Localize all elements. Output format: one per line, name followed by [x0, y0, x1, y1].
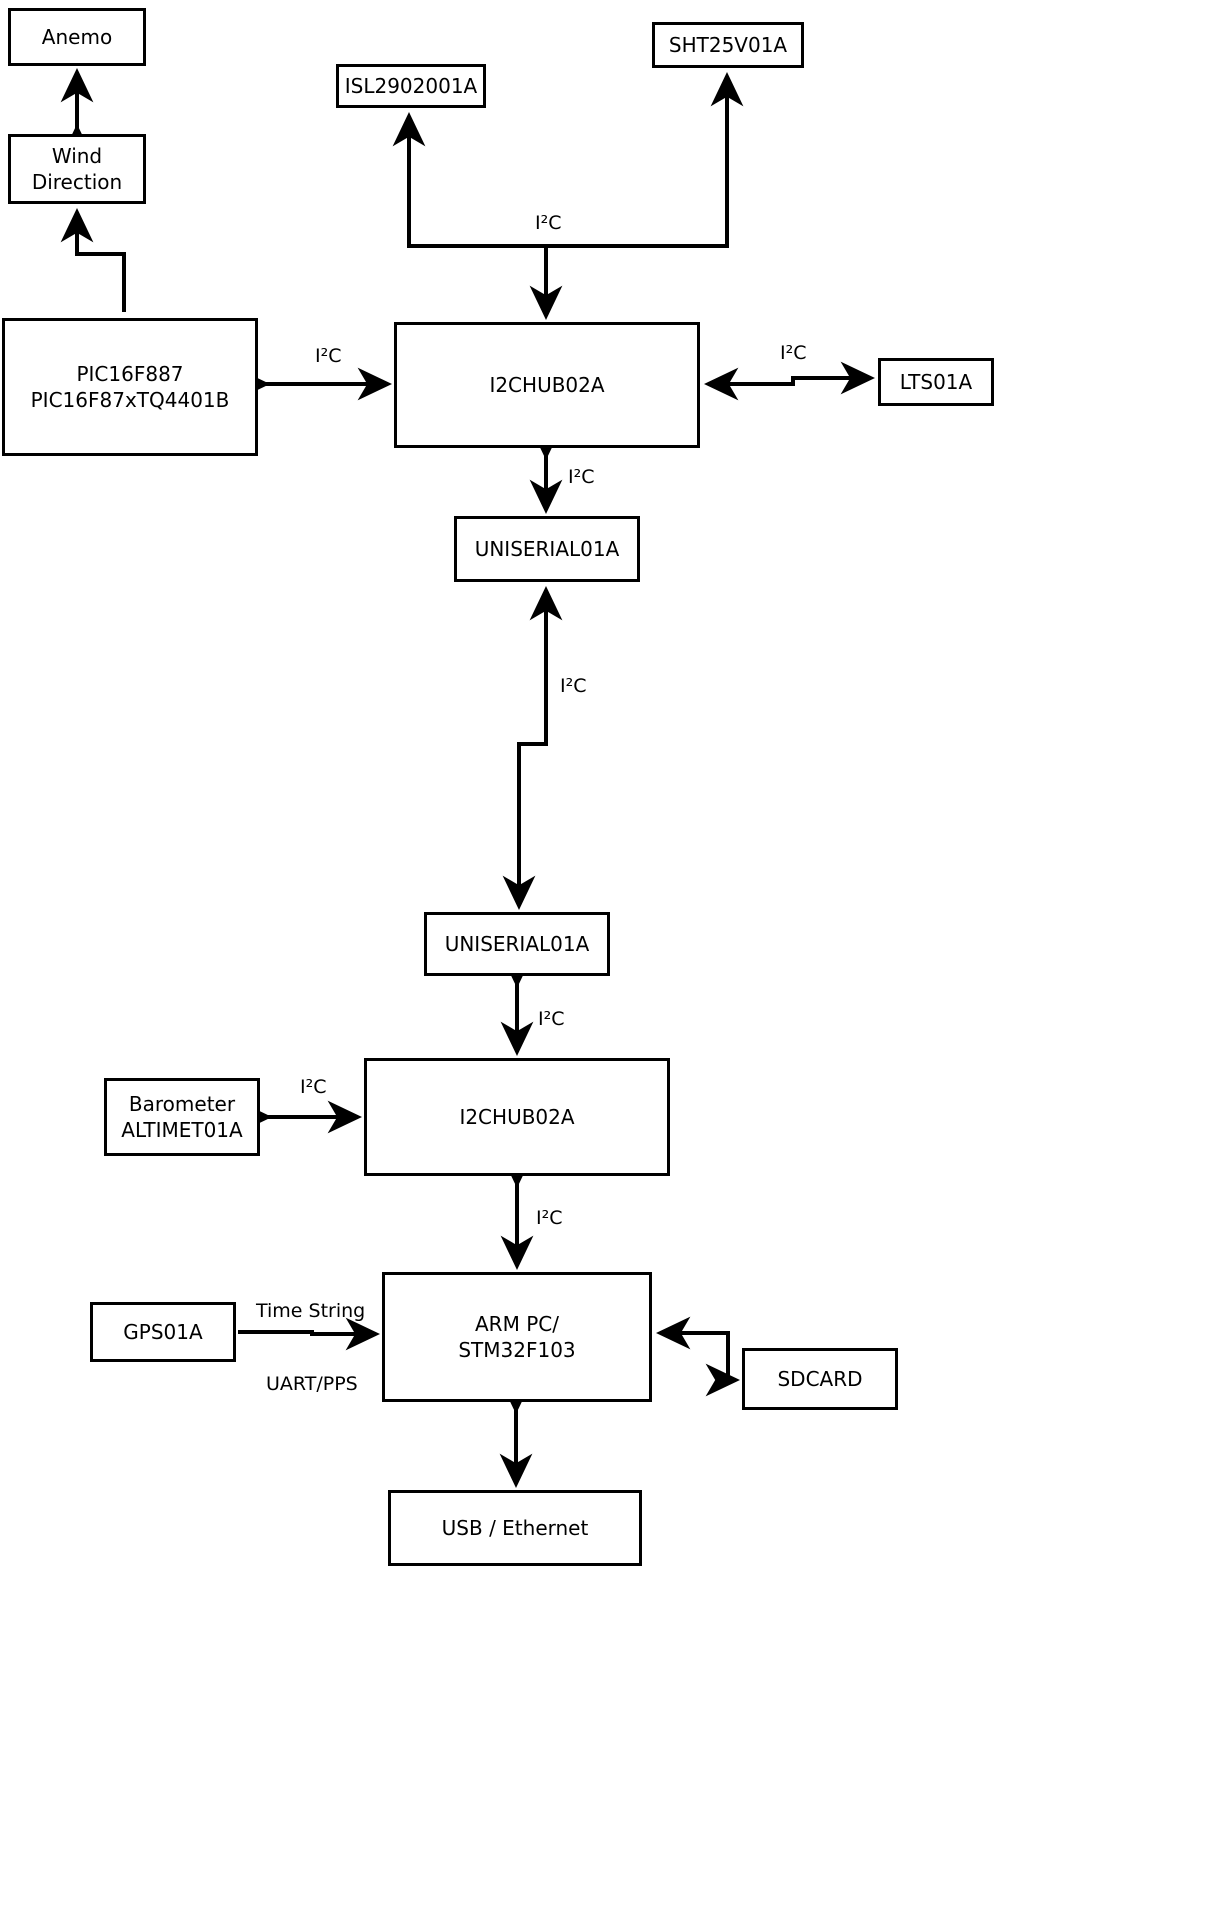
- wire-gps-to-arm: [238, 1317, 381, 1351]
- node-lts01a[interactable]: LTS01A: [878, 358, 994, 406]
- wire-arm-to-sdcard: [660, 1331, 741, 1397]
- wire-hub-to-isl: [392, 111, 548, 316]
- edge-label-i2c-barometer-to-hub: I²C: [300, 1076, 327, 1098]
- edge-label-i2c-hub-to-arm: I²C: [536, 1207, 563, 1229]
- edge-label-i2c-sensor-bus: I²C: [535, 212, 562, 234]
- wire-uniserial2-to-uniserial1: [517, 585, 563, 906]
- node-pic16f887[interactable]: PIC16F887 PIC16F87xTQ4401B: [2, 318, 258, 456]
- wire-pic-to-wind: [60, 207, 126, 312]
- wire-hub-to-lts: [708, 361, 876, 395]
- node-sht25v01a[interactable]: SHT25V01A: [652, 22, 804, 68]
- node-isl2902001a[interactable]: ISL2902001A: [336, 64, 486, 108]
- node-uniserial01a-lower[interactable]: UNISERIAL01A: [424, 912, 610, 976]
- edge-label-time-string: Time String: [256, 1300, 366, 1322]
- edge-label-i2c-pic-to-hub: I²C: [315, 345, 342, 367]
- edge-label-uart-pps: UART/PPS: [266, 1373, 358, 1395]
- wire-uniserial1-to-uniserial2: [502, 742, 546, 911]
- wire-hub-to-sht: [546, 71, 744, 248]
- node-arm-pc-stm32f103[interactable]: ARM PC/ STM32F103: [382, 1272, 652, 1402]
- node-barometer-altimet01a[interactable]: Barometer ALTIMET01A: [104, 1078, 260, 1156]
- node-anemo[interactable]: Anemo: [8, 8, 146, 66]
- edge-label-i2c-hub-to-uniserial-upper: I²C: [568, 466, 595, 488]
- edge-label-i2c-hub-to-lts: I²C: [780, 342, 807, 364]
- node-usb-ethernet[interactable]: USB / Ethernet: [388, 1490, 642, 1566]
- node-gps01a[interactable]: GPS01A: [90, 1302, 236, 1362]
- node-i2chub02a-bottom[interactable]: I2CHUB02A: [364, 1058, 670, 1176]
- node-sdcard[interactable]: SDCARD: [742, 1348, 898, 1410]
- node-uniserial01a-upper[interactable]: UNISERIAL01A: [454, 516, 640, 582]
- edge-label-i2c-uniserial-link: I²C: [560, 675, 587, 697]
- node-wind-direction[interactable]: Wind Direction: [8, 134, 146, 204]
- edge-label-i2c-uniserial-lower-to-hub: I²C: [538, 1008, 565, 1030]
- wire-sdcard-to-arm: [655, 1316, 730, 1380]
- node-i2chub02a-top[interactable]: I2CHUB02A: [394, 322, 700, 448]
